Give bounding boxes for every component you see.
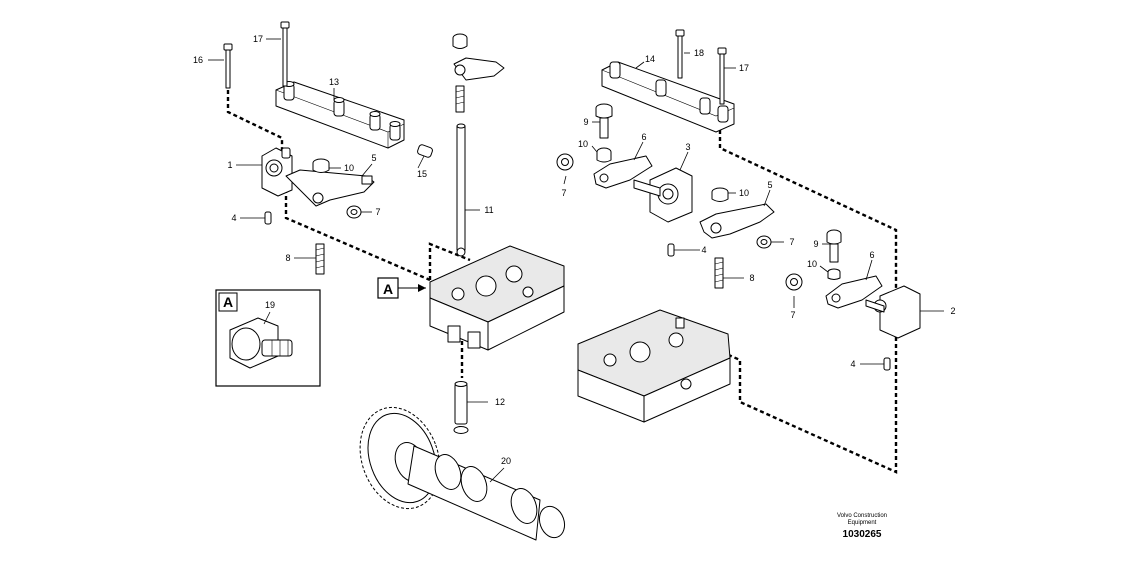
callout-8-right: 8 <box>749 273 754 283</box>
dowel-4-middle <box>667 243 675 257</box>
callout-labels: 16 17 13 1 10 5 7 4 8 15 11 19 12 20 14 … <box>193 34 956 466</box>
camshaft-20 <box>359 406 566 541</box>
callout-16: 16 <box>193 55 203 65</box>
rocker-shaft-bracket-left <box>275 81 405 149</box>
svg-text:A: A <box>383 281 393 297</box>
rocker-arm-5-left <box>285 169 375 207</box>
callout-4-left: 4 <box>231 213 236 223</box>
callout-9-lower: 9 <box>813 239 818 249</box>
cylinder-head-center <box>429 245 565 351</box>
screw-9-lower <box>826 229 842 263</box>
adjusting-screw-8-right <box>714 257 724 289</box>
bolt-16 <box>223 43 233 89</box>
callout-5-right: 5 <box>767 180 772 190</box>
rocker-arm-6-upper <box>593 155 653 189</box>
detail-view-label-box <box>218 292 238 312</box>
bolt-18 <box>675 29 685 79</box>
rocker-pedestal-2 <box>865 285 921 339</box>
callout-7-middle: 7 <box>789 237 794 247</box>
callout-12: 12 <box>495 397 505 407</box>
rocker-arm-5-right <box>699 203 775 239</box>
callout-8-left: 8 <box>285 253 290 263</box>
screw-9-upper <box>595 103 613 139</box>
rocker-arm-6-lower <box>825 275 883 309</box>
bolt-17-left <box>280 21 290 87</box>
pin-15 <box>417 144 433 158</box>
company-name-line2: Equipment <box>848 520 877 526</box>
callout-9-upper: 9 <box>583 117 588 127</box>
callout-15: 15 <box>417 169 427 179</box>
callout-6-upper: 6 <box>641 132 646 142</box>
callout-4-lower: 4 <box>850 359 855 369</box>
bushing-19 <box>229 317 293 369</box>
rocker-shaft-bracket-right <box>601 61 735 133</box>
callout-13: 13 <box>329 77 339 87</box>
company-name-line1: Volvo Construction <box>837 513 887 519</box>
callout-17-left: 17 <box>253 34 263 44</box>
callout-7-left: 7 <box>375 207 380 217</box>
nut-10-left <box>312 158 330 173</box>
callout-4-middle: 4 <box>701 245 706 255</box>
washer-7-lower <box>785 273 803 291</box>
callout-20: 20 <box>501 456 511 466</box>
callout-18: 18 <box>694 48 704 58</box>
callout-10-lower: 10 <box>807 259 817 269</box>
rocker-arm-top <box>452 33 505 113</box>
washer-7-upper <box>556 153 574 171</box>
callout-6-lower: 6 <box>869 250 874 260</box>
rocker-pedestal-1 <box>261 147 293 197</box>
detail-view-a: A <box>215 289 321 387</box>
drawing-number: 1030265 <box>843 529 882 540</box>
dowel-4-left <box>264 211 272 225</box>
nut-10-lower <box>827 268 841 280</box>
callout-10-upper: 10 <box>578 139 588 149</box>
callout-3: 3 <box>685 142 690 152</box>
callout-17-right: 17 <box>739 63 749 73</box>
callout-2: 2 <box>950 306 955 316</box>
washer-7-middle <box>756 235 772 249</box>
drawing-footer: Volvo Construction Equipment 1030265 <box>837 513 887 540</box>
tappet-12 <box>453 381 469 434</box>
callout-14: 14 <box>645 54 655 64</box>
nut-10-middle <box>711 187 729 202</box>
section-marker-a: A <box>377 277 426 299</box>
callout-10-middle: 10 <box>739 188 749 198</box>
pushrod-11 <box>456 123 466 257</box>
detail-view-label: A <box>223 294 233 310</box>
washer-7-left <box>346 205 362 219</box>
cylinder-head-right <box>577 309 731 423</box>
callout-7-lower: 7 <box>790 310 795 320</box>
callout-7-upper: 7 <box>561 188 566 198</box>
nut-10-upper <box>596 147 612 163</box>
dowel-4-lower <box>883 357 891 371</box>
leader-lines <box>208 38 944 483</box>
callout-10-left: 10 <box>344 163 354 173</box>
rocker-pedestal-3 <box>633 167 693 223</box>
callout-19: 19 <box>265 300 275 310</box>
bolt-17-right <box>717 47 727 105</box>
callout-11: 11 <box>484 205 493 215</box>
callout-5-left: 5 <box>371 153 376 163</box>
adjusting-screw-8-left <box>315 243 325 275</box>
callout-1: 1 <box>227 160 232 170</box>
